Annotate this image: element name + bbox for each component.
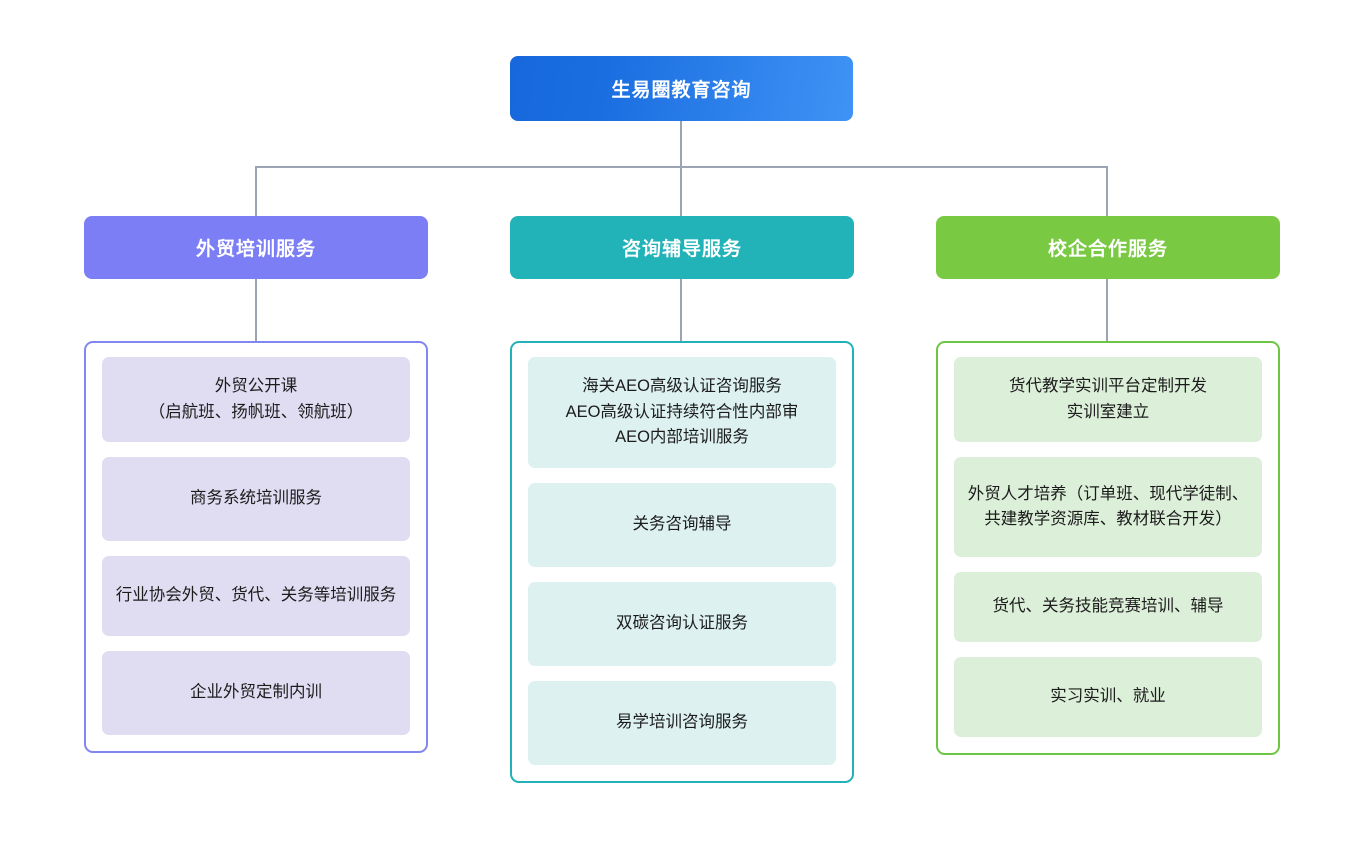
connector-root-stem	[680, 121, 682, 167]
list-item[interactable]: 外贸人才培养（订单班、现代学徒制、共建教学资源库、教材联合开发）	[954, 457, 1262, 558]
list-item[interactable]: 企业外贸定制内训	[102, 651, 410, 736]
connector-drop-left	[255, 166, 257, 216]
list-item[interactable]: 商务系统培训服务	[102, 457, 410, 542]
root-node[interactable]: 生易圈教育咨询	[510, 56, 853, 121]
branch-training: 外贸培训服务 外贸公开课 （启航班、扬帆班、领航班） 商务系统培训服务 行业协会…	[84, 216, 428, 754]
list-item[interactable]: 外贸公开课 （启航班、扬帆班、领航班）	[102, 357, 410, 443]
branch-header-consulting[interactable]: 咨询辅导服务	[510, 216, 854, 279]
branch-header-training[interactable]: 外贸培训服务	[84, 216, 428, 279]
connector-header-to-body-right	[1106, 279, 1108, 341]
connector-header-to-body-middle	[680, 279, 682, 341]
list-item[interactable]: 海关AEO高级认证咨询服务 AEO高级认证持续符合性内部审 AEO内部培训服务	[528, 357, 836, 468]
connector-drop-middle	[680, 166, 682, 216]
branch-header-school-enterprise[interactable]: 校企合作服务	[936, 216, 1280, 279]
list-item[interactable]: 货代教学实训平台定制开发 实训室建立	[954, 357, 1262, 443]
branch-body-school-enterprise: 货代教学实训平台定制开发 实训室建立 外贸人才培养（订单班、现代学徒制、共建教学…	[936, 341, 1280, 756]
list-item[interactable]: 实习实训、就业	[954, 657, 1262, 738]
branch-body-training: 外贸公开课 （启航班、扬帆班、领航班） 商务系统培训服务 行业协会外贸、货代、关…	[84, 341, 428, 754]
branch-consulting: 咨询辅导服务 海关AEO高级认证咨询服务 AEO高级认证持续符合性内部审 AEO…	[510, 216, 854, 783]
list-item[interactable]: 货代、关务技能竞赛培训、辅导	[954, 572, 1262, 643]
connector-drop-right	[1106, 166, 1108, 216]
branch-school-enterprise: 校企合作服务 货代教学实训平台定制开发 实训室建立 外贸人才培养（订单班、现代学…	[936, 216, 1280, 756]
branch-body-consulting: 海关AEO高级认证咨询服务 AEO高级认证持续符合性内部审 AEO内部培训服务 …	[510, 341, 854, 783]
list-item[interactable]: 易学培训咨询服务	[528, 680, 836, 765]
list-item[interactable]: 双碳咨询认证服务	[528, 581, 836, 666]
list-item[interactable]: 行业协会外贸、货代、关务等培训服务	[102, 556, 410, 637]
connector-header-to-body-left	[255, 279, 257, 341]
list-item[interactable]: 关务咨询辅导	[528, 482, 836, 567]
